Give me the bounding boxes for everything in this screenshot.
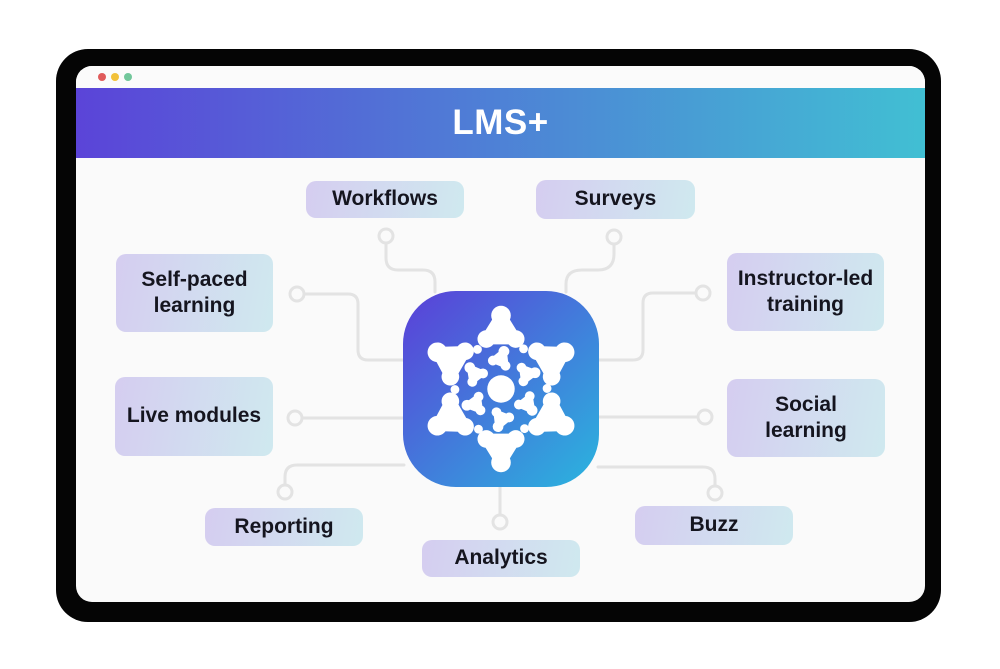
feature-badge-analytics: Analytics xyxy=(422,540,580,577)
feature-badge-social-learning: Social learning xyxy=(727,379,885,457)
lms-snowflake-logo-icon xyxy=(403,291,599,487)
feature-badge-instructor-led-training: Instructor-led training xyxy=(727,253,884,331)
minimize-icon[interactable] xyxy=(111,73,119,81)
app-header: LMS+ xyxy=(76,88,925,158)
feature-badge-self-paced-learning: Self-paced learning xyxy=(116,254,273,332)
feature-badge-buzz: Buzz xyxy=(635,506,793,545)
maximize-icon[interactable] xyxy=(124,73,132,81)
app-title: LMS+ xyxy=(452,103,549,142)
feature-badge-workflows: Workflows xyxy=(306,181,464,218)
feature-badge-surveys: Surveys xyxy=(536,180,695,219)
window-titlebar xyxy=(76,66,925,88)
feature-badge-reporting: Reporting xyxy=(205,508,363,546)
window-controls xyxy=(98,73,132,81)
close-icon[interactable] xyxy=(98,73,106,81)
feature-badge-live-modules: Live modules xyxy=(115,377,273,456)
